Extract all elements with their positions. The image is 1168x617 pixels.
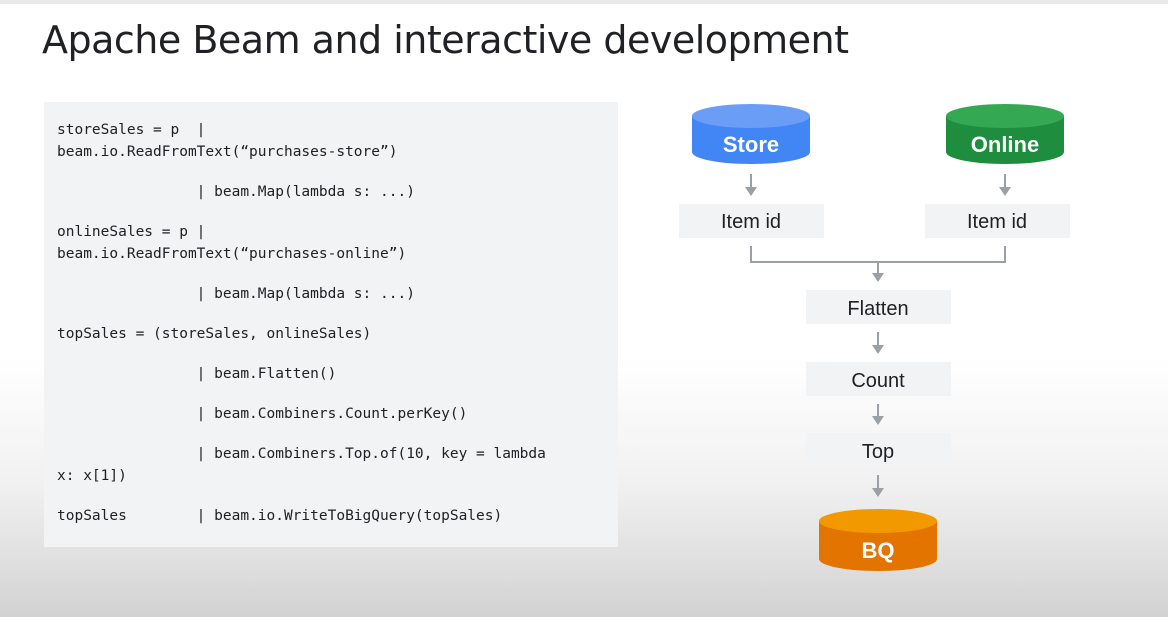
item-id-online-label: Item id [967,211,1027,233]
online-database-icon: Online [946,104,1064,164]
top-label: Top [862,441,894,463]
code-line-online-sales: onlineSales = p | [57,224,206,240]
item-id-store-node: Item id [679,204,824,238]
item-id-store-label: Item id [721,211,781,233]
count-to-top-arrow-icon [872,404,884,425]
code-line-top-sales: topSales = (storeSales, onlineSales) [57,326,372,342]
code-line-flatten: | beam.Flatten() [57,366,337,382]
code-line-store-sales: storeSales = p | [57,122,206,138]
store-label: Store [723,132,779,157]
code-line-top-cont: x: x[1]) [57,468,127,484]
code-line-map-store: | beam.Map(lambda s: ...) [57,184,415,200]
count-label: Count [851,370,905,392]
merge-connector [750,246,1006,282]
code-line-write-bq: topSales | beam.io.WriteToBigQuery(topSa… [57,508,503,524]
flatten-node: Flatten [806,290,951,324]
store-database-icon: Store [692,104,810,164]
flatten-label: Flatten [847,298,908,320]
top-strip [0,0,1168,4]
code-line-map-online: | beam.Map(lambda s: ...) [57,286,415,302]
code-line-top: | beam.Combiners.Top.of(10, key = lambda [57,446,546,462]
code-panel: storeSales = p | beam.io.ReadFromText(“p… [44,102,618,547]
code-line-read-store: beam.io.ReadFromText(“purchases-store”) [57,144,398,160]
bq-label: BQ [862,538,895,563]
top-to-bq-arrow-icon [872,475,884,497]
online-label: Online [971,132,1039,157]
count-node: Count [806,362,951,396]
code-line-read-online: beam.io.ReadFromText(“purchases-online”) [57,246,407,262]
bq-database-icon: BQ [819,509,937,571]
online-to-itemid-arrow-icon [999,174,1011,196]
flatten-to-count-arrow-icon [872,332,884,354]
top-node: Top [806,433,951,467]
store-to-itemid-arrow-icon [745,174,757,196]
slide-title: Apache Beam and interactive development [42,18,849,62]
item-id-online-node: Item id [925,204,1070,238]
code-line-count: | beam.Combiners.Count.perKey() [57,406,468,422]
